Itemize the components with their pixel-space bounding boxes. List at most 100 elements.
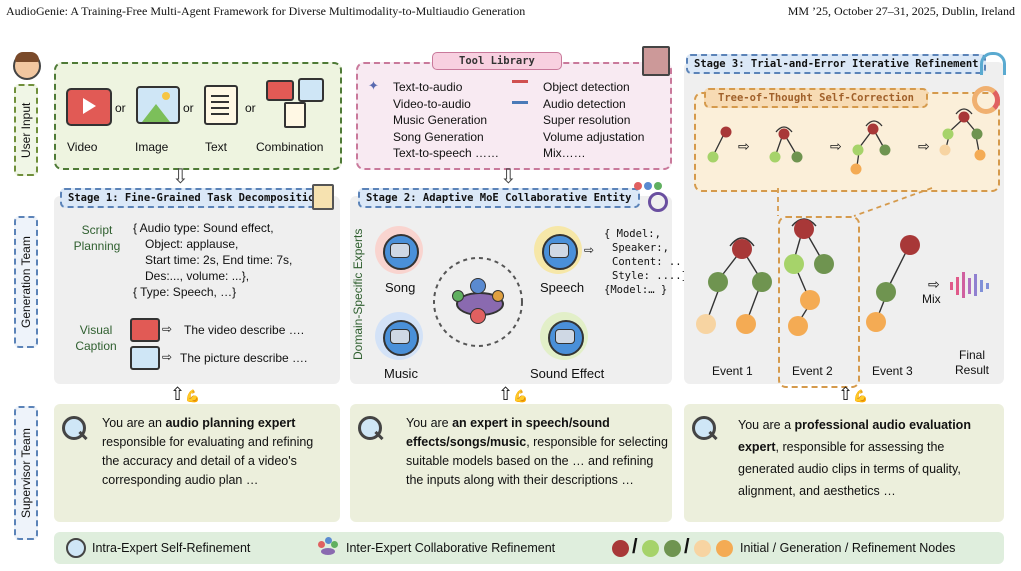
tot-title: Tree-of-Thought Self-Correction — [704, 88, 928, 108]
supervisor-text-pre: You are a — [738, 418, 795, 432]
visual-caption-label: Visual Caption — [75, 323, 117, 353]
paper-title: AudioGenie: A Training-Free Multi-Agent … — [6, 4, 526, 18]
event-label-2: Event 2 — [792, 364, 833, 378]
music-expert-icon — [375, 312, 423, 360]
arrow-down-icon: ⇩ — [172, 166, 189, 188]
notepad-icon — [312, 184, 334, 210]
sliders-icon — [512, 80, 528, 104]
supervisor-panel-1 — [54, 404, 340, 522]
supervisor-panel-3 — [684, 404, 1004, 522]
refine-up-arrow-icon: ⇧💪 — [170, 384, 201, 404]
mix-label: Mix — [922, 292, 941, 306]
script-line: Start time: 2s, End time: 7s, — [145, 253, 293, 267]
event-label-3: Event 3 — [872, 364, 913, 378]
magic-wand-icon: ✦ — [368, 78, 379, 93]
supervisor-magnifier-icon — [60, 414, 90, 444]
tool-item: Video-to-audio — [393, 96, 471, 111]
legend-refinement-node-dark — [716, 540, 733, 557]
script-planning-content: { Audio type: Sound effect, Object: appl… — [133, 220, 292, 300]
speech-param-line: Style: ....}, — [612, 270, 695, 282]
or-label: or — [245, 101, 256, 115]
legend-bar — [54, 532, 1004, 564]
expert-label-sound-effect: Sound Effect — [530, 366, 605, 381]
audio-waveform-icon — [950, 272, 994, 298]
side-label-generation-team: Generation Team — [14, 216, 38, 348]
tool-item: Mix…… — [543, 146, 586, 160]
event-trees — [696, 218, 920, 336]
expert-label-speech: Speech — [540, 280, 585, 295]
script-line: Object: applause, — [145, 237, 239, 251]
domain-experts-label: Domain-Specific Experts — [351, 228, 365, 360]
supervisor-text-3: You are a professional audio evaluation … — [738, 414, 1000, 502]
stage1-panel — [54, 196, 340, 384]
speech-params: { Model:, Speaker:, Content: ..., Style:… — [604, 227, 694, 297]
speech-param-line: Content: ..., — [612, 256, 695, 268]
refine-up-arrow-icon: ⇧💪 — [838, 384, 869, 404]
supervisor-text-post: , responsible for selecting suitable mod… — [406, 435, 668, 487]
event2-connector — [777, 187, 933, 217]
stage3-title: Stage 3: Trial-and-Error Iterative Refin… — [686, 54, 987, 74]
legend-generation-node — [642, 540, 659, 557]
sound-effect-expert-icon — [540, 312, 588, 360]
caption-video-text: The video describe …. — [184, 323, 305, 337]
building-icon — [642, 46, 670, 76]
speech-param-line: Speaker:, — [612, 242, 669, 254]
or-label: or — [183, 101, 194, 115]
supervisor-text-1: You are an audio planning expert respons… — [102, 414, 334, 490]
tool-item: Volume adjustation — [543, 129, 645, 144]
text-document-icon — [204, 85, 238, 125]
supervisor-text-bold: an expert in speech/sound effects/songs/… — [406, 416, 610, 449]
team-meeting-icon — [318, 537, 338, 557]
song-expert-icon — [375, 226, 423, 274]
input-label-video: Video — [67, 140, 98, 154]
tool-item: Song Generation — [393, 129, 484, 144]
supervisor-text-bold: audio planning expert — [165, 416, 296, 430]
final-result-label: Final Result — [954, 348, 989, 377]
supervisor-magnifier-icon — [690, 414, 720, 444]
speech-expert-icon — [534, 226, 582, 274]
legend-refinement-node — [694, 540, 711, 557]
tot-arrow-icon: ⇨ — [918, 138, 930, 154]
tot-trees — [707, 108, 986, 175]
headset-icon — [980, 52, 1006, 75]
arrow-down-icon: ⇩ — [500, 166, 517, 188]
legend-separator: / — [632, 536, 638, 558]
mix-arrow-icon: ⇨ — [928, 276, 940, 292]
tool-item: Object detection — [543, 80, 630, 94]
legend-initial-node — [612, 540, 629, 557]
speech-arrow-icon: ⇨ — [584, 243, 595, 257]
tool-item: Super resolution — [543, 113, 631, 127]
input-label-combination: Combination — [256, 140, 324, 154]
caption-image-icon — [130, 346, 160, 370]
tool-item: Music Generation — [393, 113, 488, 127]
supervisor-text-pre: You are — [406, 416, 453, 430]
caption-arrow-icon: ⇨ — [162, 350, 173, 364]
tool-list-right: Object detection Audio detection Super r… — [543, 79, 644, 162]
supervisor-text-post: , responsible for assessing the generate… — [738, 440, 961, 498]
tool-library-title: Tool Library — [432, 52, 562, 70]
robot-icon — [66, 538, 86, 558]
team-icon — [632, 182, 668, 212]
tot-arrow-icon: ⇨ — [738, 138, 750, 154]
refine-up-arrow-icon: ⇧💪 — [498, 384, 529, 404]
tool-item: Audio detection — [543, 96, 626, 111]
speech-param-line: {Model:… } — [604, 284, 668, 296]
script-planning-label: Script Planning — [73, 223, 121, 253]
side-label-user-input: User Input — [14, 84, 38, 176]
tool-item: Text-to-speech …… — [393, 146, 500, 160]
legend-generation-node-dark — [664, 540, 681, 557]
event2-box — [778, 216, 860, 388]
speech-param-line: { Model:, — [604, 228, 661, 240]
paper-venue: MM ’25, October 27–31, 2025, Dublin, Ire… — [787, 4, 1015, 18]
script-line: { Audio type: Sound effect, — [133, 221, 274, 235]
supervisor-text-post: responsible for evaluating and refining … — [102, 435, 314, 487]
expert-label-song: Song — [385, 280, 416, 295]
side-label-supervisor-team: Supervisor Team — [14, 406, 38, 540]
stage1-title: Stage 1: Fine-Grained Task Decomposition — [60, 188, 329, 208]
legend-intra: Intra-Expert Self-Refinement — [92, 541, 251, 555]
supervisor-text-2: You are an expert in speech/sound effect… — [406, 414, 668, 490]
supervisor-text-pre: You are an — [102, 416, 166, 430]
user-avatar-icon — [13, 52, 41, 80]
tool-list-left: Text-to-audio Video-to-audio Music Gener… — [393, 79, 499, 162]
tot-arrow-icon: ⇨ — [830, 138, 842, 154]
